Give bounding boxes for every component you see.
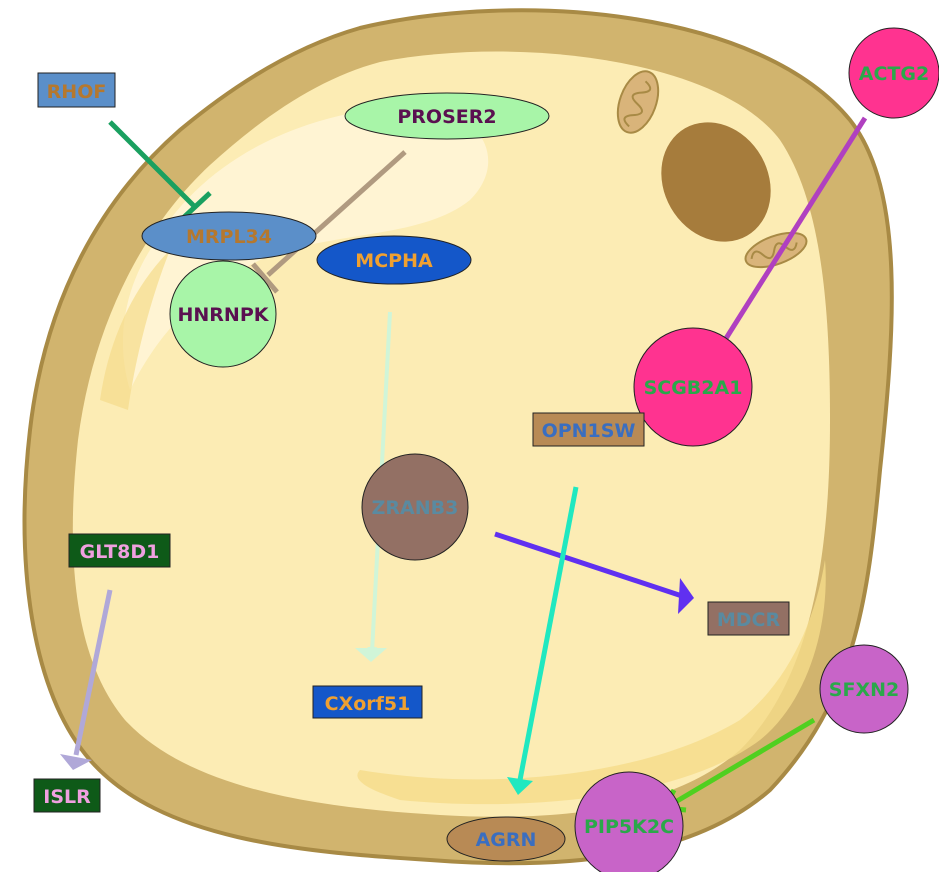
node-actg2-label: ACTG2 bbox=[859, 63, 929, 85]
node-agrn-shape bbox=[446, 816, 566, 862]
node-proser2-label: PROSER2 bbox=[397, 106, 496, 128]
node-agrn[interactable]: AGRN bbox=[446, 816, 566, 862]
node-mrpl34[interactable]: MRPL34 bbox=[141, 211, 317, 261]
node-proser2[interactable]: PROSER2 bbox=[344, 92, 550, 140]
edge-sfxn2-pip5k2c[interactable] bbox=[670, 717, 816, 807]
node-mcpha-shape bbox=[316, 235, 472, 285]
node-sfxn2-label: SFXN2 bbox=[829, 679, 899, 701]
cytoplasm-shadow bbox=[357, 560, 826, 805]
node-mrpl34-shape bbox=[141, 211, 317, 261]
cytoplasm-highlight bbox=[122, 105, 489, 390]
node-scgb2a1[interactable]: SCGB2A1 bbox=[633, 327, 753, 447]
node-glt8d1-label: GLT8D1 bbox=[80, 541, 160, 563]
node-glt8d1-box bbox=[68, 533, 171, 568]
node-hnrnpk[interactable]: HNRNPK bbox=[169, 260, 277, 368]
node-glt8d1[interactable]: GLT8D1 bbox=[68, 533, 171, 568]
node-pip5k2c-label: PIP5K2C bbox=[584, 816, 674, 838]
edge-zranb3-mdcr-head bbox=[678, 578, 694, 614]
node-zranb3[interactable]: ZRANB3 bbox=[361, 453, 469, 561]
node-mcpha-label: MCPHA bbox=[355, 250, 433, 272]
edge-actg2-scgb2a1[interactable] bbox=[722, 116, 868, 342]
nucleus bbox=[661, 122, 771, 242]
node-islr-label: ISLR bbox=[43, 786, 91, 808]
node-opn1sw[interactable]: OPN1SW bbox=[532, 412, 645, 447]
node-actg2-shape bbox=[848, 27, 939, 119]
node-islr[interactable]: ISLR bbox=[33, 778, 101, 813]
node-cxorf51-box bbox=[312, 685, 423, 719]
node-opn1sw-label: OPN1SW bbox=[542, 420, 636, 442]
node-sfxn2[interactable]: SFXN2 bbox=[819, 644, 909, 734]
node-zranb3-label: ZRANB3 bbox=[372, 497, 459, 519]
node-mdcr-label: MDCR bbox=[717, 609, 781, 631]
node-sfxn2-shape bbox=[819, 644, 909, 734]
node-mrpl34-label: MRPL34 bbox=[186, 226, 272, 248]
node-rhof-label: RHOF bbox=[47, 81, 107, 103]
node-mdcr-box bbox=[707, 601, 790, 636]
node-islr-box bbox=[33, 778, 101, 813]
edge-zranb3-mdcr[interactable] bbox=[494, 531, 683, 599]
edge-proser2-hnrnpk[interactable] bbox=[266, 150, 407, 277]
nodes: RHOF PROSER2 ACTG2 HNRNPK MRPL34 MCPHA S… bbox=[33, 27, 939, 872]
node-scgb2a1-shape bbox=[633, 327, 753, 447]
edge-opn1sw-agrn-head bbox=[507, 777, 533, 795]
edge-proser2-hnrnpk-bar bbox=[251, 262, 279, 294]
node-actg2[interactable]: ACTG2 bbox=[848, 27, 939, 119]
node-rhof-box bbox=[37, 72, 116, 108]
node-rhof[interactable]: RHOF bbox=[37, 72, 116, 108]
node-zranb3-shape bbox=[361, 453, 469, 561]
node-scgb2a1-label: SCGB2A1 bbox=[644, 377, 743, 399]
node-proser2-shape bbox=[344, 92, 550, 140]
mitochondrion-right bbox=[744, 231, 808, 269]
edge-glt8d1-islr[interactable] bbox=[73, 589, 113, 756]
edge-rhof-mrpl34[interactable] bbox=[108, 120, 197, 209]
node-mdcr[interactable]: MDCR bbox=[707, 601, 790, 636]
node-pip5k2c[interactable]: PIP5K2C bbox=[574, 771, 684, 872]
edge-opn1sw-agrn[interactable] bbox=[517, 486, 579, 781]
node-hnrnpk-label: HNRNPK bbox=[178, 304, 270, 326]
node-opn1sw-box bbox=[532, 412, 645, 447]
node-mcpha[interactable]: MCPHA bbox=[316, 235, 472, 285]
edge-mcpha-cxorf51-head bbox=[355, 648, 387, 662]
mitochondrion-top bbox=[616, 70, 660, 134]
node-pip5k2c-shape bbox=[574, 771, 684, 872]
cytoplasm-shadow-left bbox=[100, 250, 170, 410]
node-cxorf51-label: CXorf51 bbox=[325, 693, 411, 715]
node-agrn-label: AGRN bbox=[476, 829, 537, 851]
edge-glt8d1-islr-head bbox=[60, 754, 92, 770]
node-hnrnpk-shape bbox=[169, 260, 277, 368]
node-cxorf51[interactable]: CXorf51 bbox=[312, 685, 423, 719]
